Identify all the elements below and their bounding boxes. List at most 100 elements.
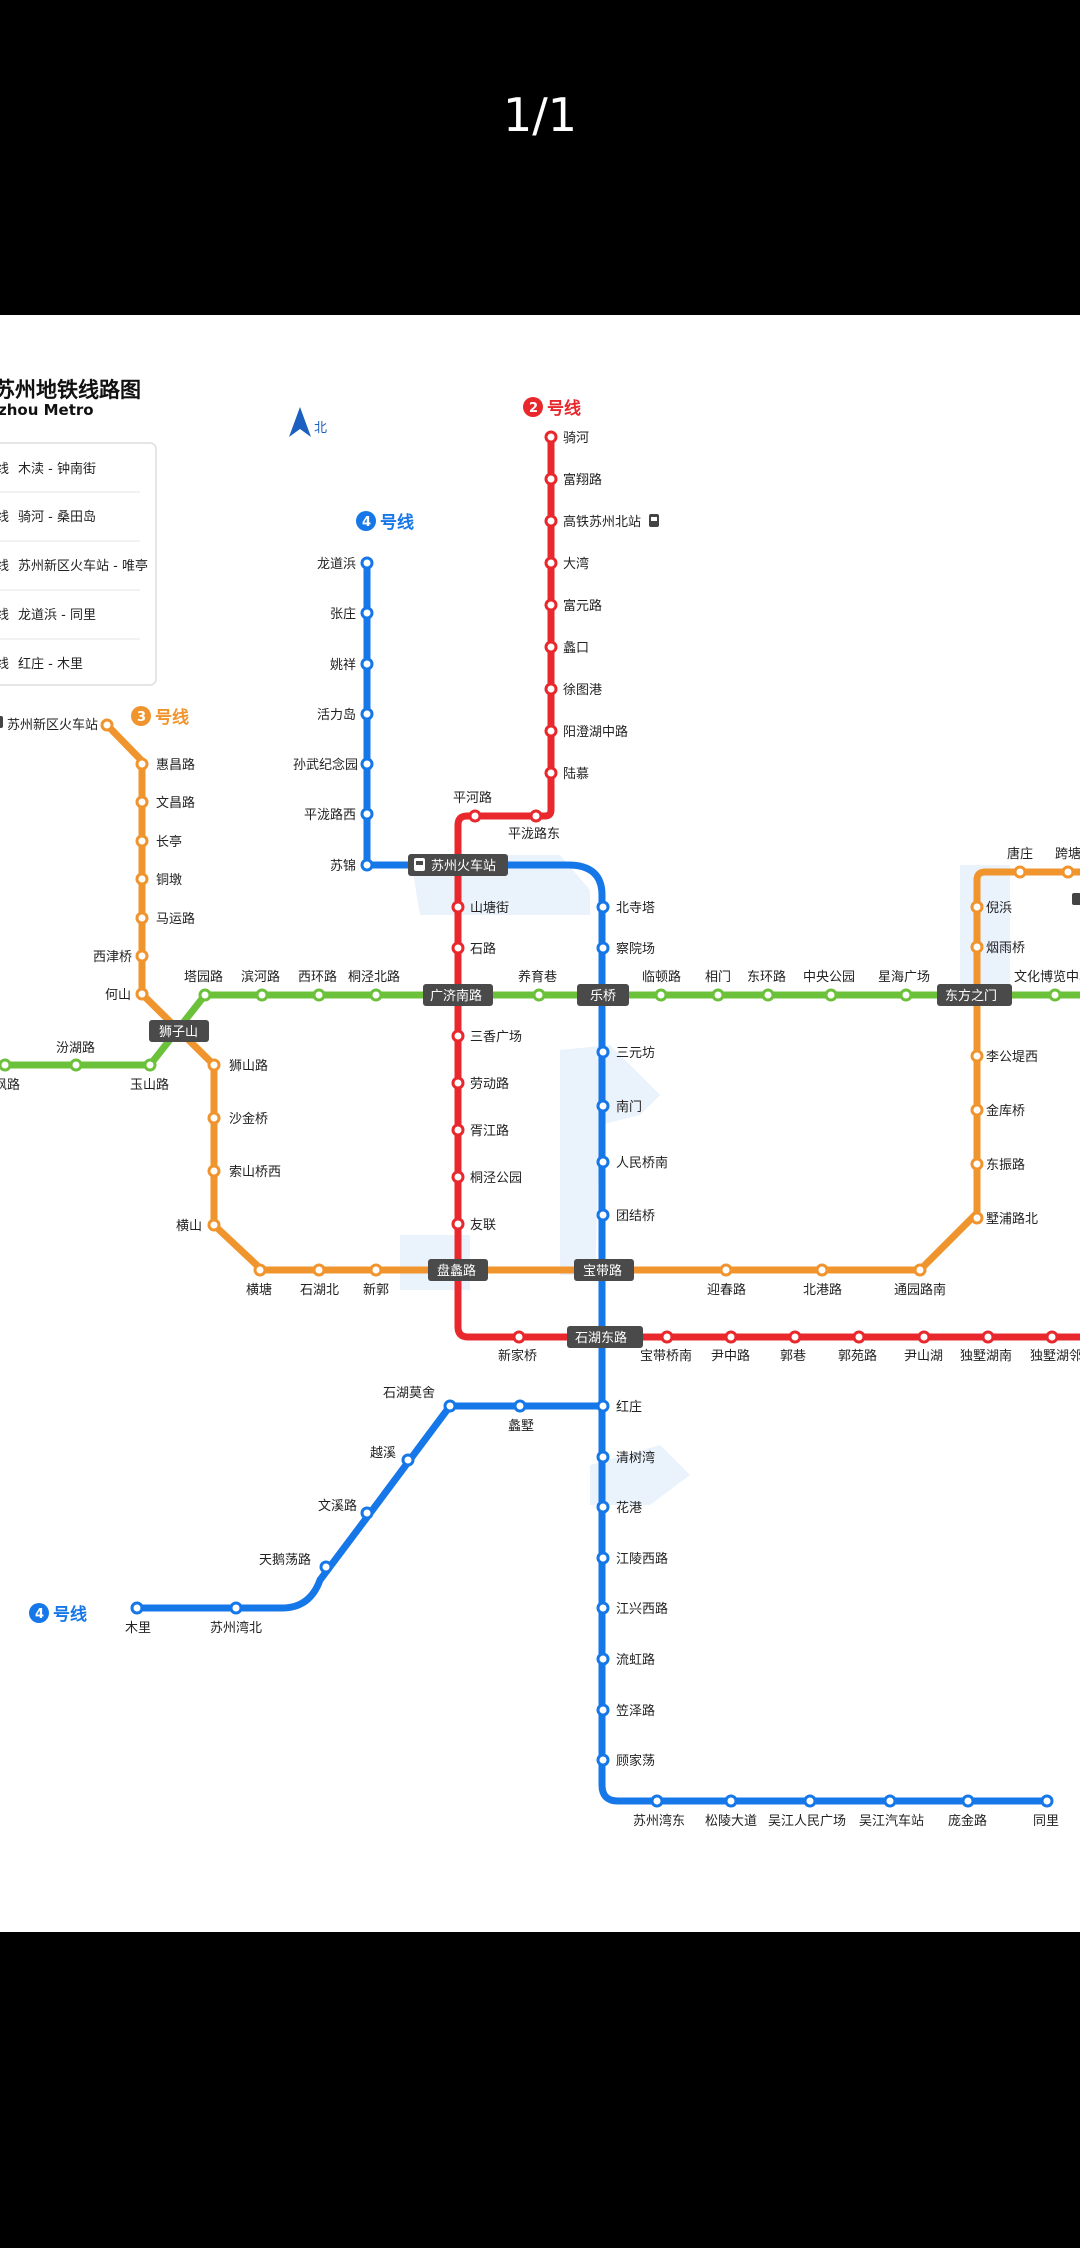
svg-text:号线: 号线 [380, 512, 414, 533]
line1-labels: 枫路 汾湖路 玉山路 塔园路 滨河路 西环路 桐泾北路 养育巷 临顿路 相门 东… [0, 969, 1080, 1093]
train-icon [0, 716, 3, 728]
svg-text:3: 3 [137, 710, 146, 725]
legend-prefix: 线 [0, 462, 9, 477]
svg-text:团结桥: 团结桥 [616, 1209, 655, 1224]
svg-text:宝带桥南: 宝带桥南 [640, 1348, 692, 1364]
legend-prefix: 线 [0, 559, 9, 574]
svg-text:平泷路西: 平泷路西 [304, 807, 356, 823]
train-icon [1072, 893, 1080, 905]
svg-text:号线: 号线 [155, 707, 189, 728]
svg-text:山塘街: 山塘街 [470, 900, 509, 916]
svg-text:蠡墅: 蠡墅 [508, 1418, 534, 1434]
legend-line1: 木渎 - 钟南街 [18, 461, 96, 477]
svg-text:石路: 石路 [470, 941, 496, 957]
map-subtitle: zhou Metro [0, 401, 94, 419]
legend-line4-branch: 红庄 - 木里 [18, 656, 83, 672]
legend-line2: 骑河 - 桑田岛 [18, 509, 96, 525]
svg-text:相门: 相门 [705, 970, 731, 985]
legend-prefix: 线 [0, 657, 9, 672]
svg-text:友联: 友联 [470, 1217, 496, 1233]
page-counter: 1/1 [502, 88, 578, 142]
svg-text:姚祥: 姚祥 [330, 658, 356, 673]
transfer-panli-road: 盘蠡路 [437, 1263, 476, 1279]
svg-text:江陵西路: 江陵西路 [616, 1551, 668, 1567]
svg-text:苏锦: 苏锦 [330, 858, 356, 874]
legend-line4: 龙道浜 - 同里 [18, 608, 96, 623]
svg-text:汾湖路: 汾湖路 [56, 1040, 95, 1056]
svg-text:文化博览中心: 文化博览中心 [1014, 969, 1080, 985]
svg-text:石湖北: 石湖北 [300, 1283, 339, 1298]
svg-text:越溪: 越溪 [370, 1446, 396, 1461]
legend-prefix: 线 [0, 608, 9, 623]
svg-text:养育巷: 养育巷 [518, 969, 557, 985]
svg-text:富翔路: 富翔路 [563, 472, 602, 488]
svg-text:独墅湖邻里中心: 独墅湖邻里中心 [1030, 1349, 1080, 1364]
legend-prefix: 线 [0, 510, 9, 525]
svg-text:三元坊: 三元坊 [616, 1046, 655, 1061]
line4-labels: 龙道浜 张庄 姚祥 活力岛 孙武纪念园 平泷路西 苏锦 北寺塔 察院场 三元坊 … [125, 557, 1059, 1829]
svg-text:陆慕: 陆慕 [563, 766, 589, 782]
svg-text:桐泾公园: 桐泾公园 [470, 1171, 522, 1186]
svg-text:活力岛: 活力岛 [317, 707, 356, 723]
transfer-guangji-road: 广济南路 [430, 988, 482, 1004]
svg-text:北寺塔: 北寺塔 [616, 901, 655, 916]
metro-map: 苏州地铁线路图 zhou Metro 北 线 木渎 - 钟南街 线 骑河 - 桑… [0, 378, 1080, 1829]
svg-text:狮山路: 狮山路 [229, 1058, 268, 1074]
svg-text:蠡口: 蠡口 [563, 640, 589, 656]
svg-text:南门: 南门 [616, 1099, 642, 1115]
svg-text:4: 4 [362, 515, 371, 530]
svg-text:索山桥西: 索山桥西 [229, 1165, 281, 1180]
svg-text:迎春路: 迎春路 [707, 1282, 746, 1298]
line4-title-top: 4 号线 [356, 511, 414, 533]
svg-text:苏州湾东: 苏州湾东 [633, 1813, 685, 1829]
svg-text:高铁苏州北站: 高铁苏州北站 [563, 514, 641, 530]
svg-text:临顿路: 临顿路 [642, 969, 681, 985]
north-arrow-icon [289, 407, 311, 437]
svg-text:龙道浜: 龙道浜 [317, 557, 356, 572]
svg-text:2: 2 [529, 401, 538, 416]
svg-text:庞金路: 庞金路 [948, 1813, 987, 1829]
line3-labels: 苏州新区火车站 惠昌路 文昌路 长亭 铜墩 马运路 西津桥 何山 狮山路 沙金桥… [0, 716, 1080, 1298]
svg-text:中央公园: 中央公园 [803, 970, 855, 985]
metro-map-image[interactable]: 苏州地铁线路图 zhou Metro 北 线 木渎 - 钟南街 线 骑河 - 桑… [0, 315, 1080, 1932]
train-icon [414, 858, 425, 871]
svg-text:李公堤西: 李公堤西 [986, 1050, 1038, 1065]
svg-text:郭苑路: 郭苑路 [838, 1348, 877, 1364]
transfer-badges: 苏州火车站 广济南路 乐桥 东方之门 狮子山 盘蠡路 宝带路 石湖东路 [149, 854, 1012, 1348]
svg-text:尹山湖: 尹山湖 [904, 1349, 943, 1364]
svg-text:墅浦路北: 墅浦路北 [986, 1211, 1038, 1227]
svg-text:红庄: 红庄 [616, 1399, 642, 1415]
svg-text:平泷路东: 平泷路东 [508, 826, 560, 842]
svg-text:劳动路: 劳动路 [470, 1076, 509, 1092]
svg-text:察院场: 察院场 [616, 942, 655, 957]
svg-text:烟雨桥: 烟雨桥 [986, 941, 1025, 956]
svg-text:独墅湖南: 独墅湖南 [960, 1348, 1012, 1364]
svg-text:滨河路: 滨河路 [241, 969, 280, 985]
svg-text:张庄: 张庄 [330, 606, 356, 622]
svg-text:号线: 号线 [547, 398, 581, 419]
svg-text:西环路: 西环路 [298, 969, 337, 985]
transfer-leqiao: 乐桥 [590, 989, 616, 1004]
svg-text:横塘: 横塘 [246, 1282, 272, 1298]
svg-text:塔园路: 塔园路 [184, 969, 223, 985]
svg-text:尹中路: 尹中路 [711, 1348, 750, 1364]
transfer-dongfangzhimen: 东方之门 [945, 988, 997, 1004]
line4-track [133, 559, 1051, 1805]
svg-text:天鹅荡路: 天鹅荡路 [259, 1552, 311, 1568]
svg-text:松陵大道: 松陵大道 [705, 1814, 757, 1829]
svg-text:孙武纪念园: 孙武纪念园 [293, 757, 358, 773]
svg-text:郭巷: 郭巷 [780, 1348, 806, 1364]
svg-text:新家桥: 新家桥 [498, 1348, 537, 1364]
map-title: 苏州地铁线路图 [0, 378, 141, 402]
svg-text:人民桥南: 人民桥南 [616, 1155, 668, 1171]
line2-labels: 骑河 富翔路 高铁苏州北站 大湾 富元路 蠡口 徐图港 阳澄湖中路 陆慕 平泷路… [453, 431, 1080, 1364]
legend: 线 木渎 - 钟南街 线 骑河 - 桑田岛 线 苏州新区火车站 - 唯亭 线 龙… [0, 442, 157, 686]
svg-text:铜墩: 铜墩 [156, 873, 182, 888]
svg-text:跨塘: 跨塘 [1055, 846, 1080, 862]
svg-text:星海广场: 星海广场 [878, 970, 930, 985]
transfer-shizishan: 狮子山 [159, 1025, 198, 1040]
transfer-shihu-east: 石湖东路 [575, 1330, 627, 1346]
svg-text:号线: 号线 [53, 1604, 87, 1625]
svg-text:桐泾北路: 桐泾北路 [348, 969, 400, 985]
svg-text:惠昌路: 惠昌路 [156, 757, 195, 773]
